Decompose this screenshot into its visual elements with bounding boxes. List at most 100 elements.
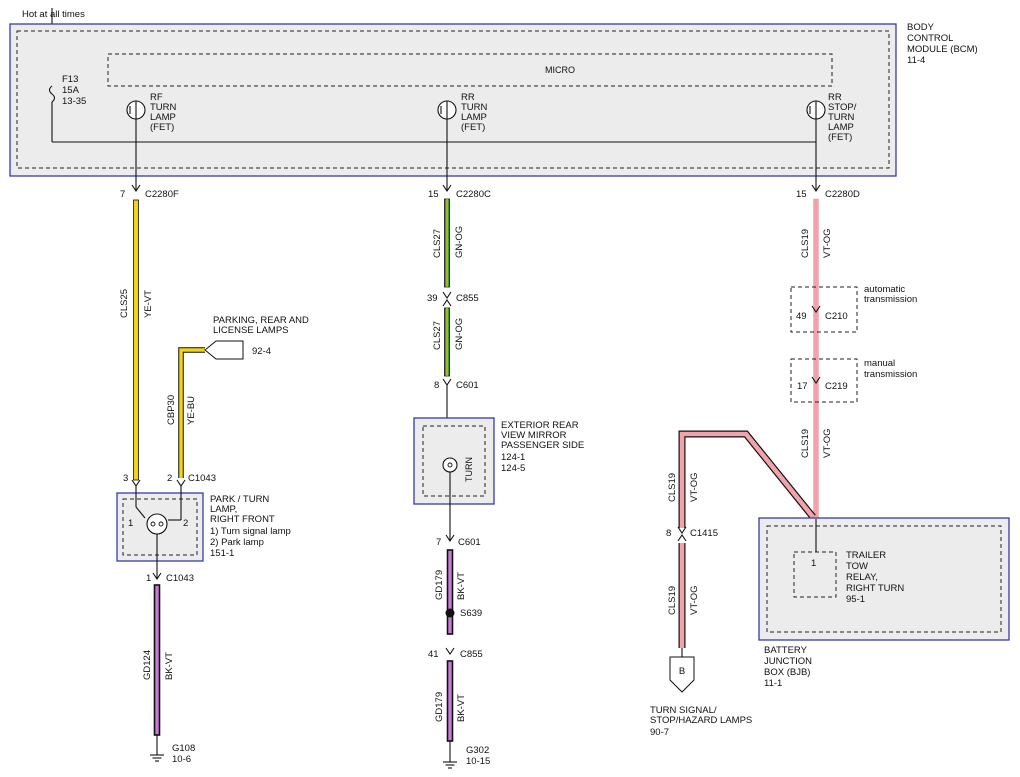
trailer-tow-relay-box	[793, 551, 837, 598]
fet1-label-1: RF	[150, 92, 163, 103]
mirror-label-3: PASSENGER SIDE	[501, 440, 584, 451]
bjb-label-1: BATTERY	[764, 645, 808, 656]
mirror-ref-1: 124-1	[501, 452, 525, 463]
middle-conn-top: C2280C	[456, 189, 491, 200]
left-pin-top: 7	[120, 189, 125, 200]
wire-cls25	[133, 199, 139, 481]
middle-conn-c601a: C601	[456, 380, 479, 391]
right-circuit2: CLS19	[800, 429, 811, 458]
c1043-pin1-arrow	[152, 572, 162, 580]
left-conn-top: C2280F	[145, 189, 179, 200]
left-circuit-main: CLS25	[119, 289, 130, 318]
fuse-label: F13	[62, 74, 78, 85]
relay-label-1: TRAILER	[846, 550, 886, 561]
turn-signal-label-1: TURN SIGNAL/	[650, 705, 717, 716]
connector-b-label: B	[679, 666, 685, 677]
left-pin3: 3	[123, 473, 128, 484]
right-circuit3: CLS19	[667, 473, 678, 502]
right-conn-c1415: C1415	[690, 528, 718, 539]
c601-bottom-arrow	[445, 534, 455, 542]
right-pin-top: 15	[796, 189, 807, 200]
right-conn-c210: C210	[825, 311, 848, 322]
mirror-bulb-filament	[447, 462, 453, 468]
lamp-label-2: LAMP,	[210, 504, 237, 515]
parking-label-2: LICENSE LAMPS	[213, 325, 289, 336]
fet3-label-4: LAMP	[828, 122, 854, 133]
right-color2: VT-OG	[822, 428, 833, 458]
middle-circuit2: CLS27	[432, 321, 443, 350]
parking-lamps-connector	[204, 340, 244, 360]
right-conn-top: C2280D	[825, 189, 860, 200]
left-conn-lamp: C1043	[188, 473, 216, 484]
fet2-label-1: RR	[461, 92, 475, 103]
right-pin-c219: 17	[797, 381, 808, 392]
wire-gd179-a	[446, 549, 454, 635]
bulb-icon	[146, 513, 168, 535]
left-pin2: 2	[167, 473, 172, 484]
right-color3: VT-OG	[689, 472, 700, 502]
right-color4: VT-OG	[689, 585, 700, 615]
fet3-label-2: STOP/	[828, 102, 857, 113]
mirror-label-2: VIEW MIRROR	[501, 430, 567, 441]
fet3-label-3: TURN	[828, 112, 855, 123]
left-color-park: YE-BU	[186, 396, 197, 425]
wire-cbp30-fill	[179, 348, 205, 478]
fet1-label-4: (FET)	[150, 122, 174, 133]
fet1-label-3: LAMP	[150, 112, 176, 123]
mirror-module-inner	[422, 425, 486, 497]
auto-label-1: automatic	[864, 284, 905, 295]
lamp-label-5: 2) Park lamp	[210, 537, 264, 548]
bjb-label-3: BOX (BJB)	[764, 667, 810, 678]
c855b-arrow	[445, 647, 455, 655]
left-circuit-gnd: GD124	[142, 650, 153, 680]
left-circuit-park: CBP30	[166, 395, 177, 425]
bjb-box	[758, 517, 1010, 641]
splice-s639-icon	[445, 608, 455, 618]
left-color-gnd: BK-VT	[164, 652, 175, 680]
middle-pin-c855b: 41	[428, 649, 439, 660]
relay-label-2: TOW	[846, 561, 868, 572]
mirror-turn-bulb-icon	[442, 457, 458, 473]
ground-icon-g108	[150, 754, 164, 762]
middle-conn-c601b: C601	[458, 537, 481, 548]
fuse-f13-symbol	[48, 85, 56, 103]
middle-conn-c855a: C855	[456, 293, 479, 304]
c219-arrow	[811, 376, 821, 384]
bcm-label-3: MODULE (BCM)	[907, 44, 978, 55]
c1415-top-arrow	[677, 526, 687, 534]
bulb-filament-1	[150, 521, 156, 527]
bjb-label-2: JUNCTION	[764, 656, 812, 667]
lamp-inner-pin2: 2	[183, 518, 188, 529]
turn-signal-ref: 90-7	[650, 727, 669, 738]
auto-label-2: transmission	[864, 294, 917, 305]
right-pin-c1415: 8	[666, 528, 671, 539]
middle-pin-c601b: 7	[436, 537, 441, 548]
middle-color4: BK-VT	[456, 694, 467, 722]
c855-bottom-arrow	[442, 299, 452, 307]
left-color-main: YE-VT	[143, 290, 154, 318]
parking-ref: 92-4	[252, 346, 271, 357]
bcm-label-1: BODY	[907, 22, 935, 33]
fet3-label-5: (FET)	[828, 132, 852, 143]
micro-label: MICRO	[545, 65, 575, 75]
left-pin-bottom: 1	[146, 573, 151, 584]
fuse-amps: 15A	[62, 85, 80, 96]
c601-top-arrow	[442, 378, 452, 386]
wire-gd124	[153, 584, 161, 736]
manual-label-1: manual	[864, 358, 895, 369]
right-color1: VT-OG	[822, 228, 833, 258]
manual-label-2: transmission	[864, 369, 917, 380]
c1415-bottom-arrow	[677, 534, 687, 542]
fet1-label-2: TURN	[150, 102, 177, 113]
turn-signal-label-2: STOP/HAZARD LAMPS	[650, 715, 752, 726]
right-circuit1: CLS19	[800, 229, 811, 258]
right-connector-c2280d	[811, 184, 821, 192]
ground-g108-ref: 10-6	[172, 754, 191, 765]
middle-pin-top: 15	[428, 189, 439, 200]
middle-pin-c855a: 39	[427, 293, 438, 304]
middle-color3: BK-VT	[456, 572, 467, 600]
right-circuit4: CLS19	[667, 586, 678, 615]
lamp-ref: 151-1	[210, 548, 234, 559]
connector-b-icon	[669, 656, 695, 693]
bjb-ref: 11-1	[764, 678, 782, 689]
